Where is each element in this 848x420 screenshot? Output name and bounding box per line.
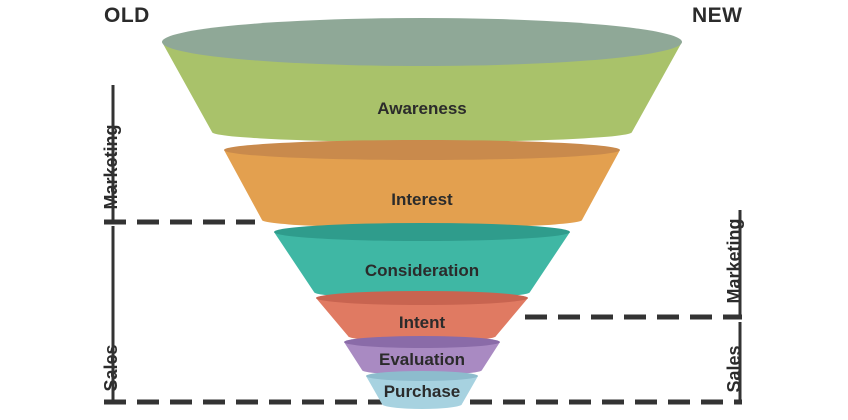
funnel-stage-consideration: Consideration bbox=[274, 223, 570, 299]
funnel-stage-interest: Interest bbox=[224, 140, 620, 228]
funnel-stage-label: Purchase bbox=[384, 382, 461, 401]
funnel-stage-top bbox=[274, 223, 570, 241]
funnel-stage-top bbox=[316, 291, 528, 305]
funnel-stage-top bbox=[224, 140, 620, 160]
funnel-stage-top bbox=[344, 336, 500, 348]
funnel-stage-top bbox=[366, 371, 478, 381]
funnel-stage-awareness: Awareness bbox=[162, 18, 682, 142]
funnel-stage-body bbox=[162, 42, 682, 142]
funnel-stage-label: Consideration bbox=[365, 261, 479, 280]
funnel-stage-intent: Intent bbox=[316, 291, 528, 342]
funnel-stage-label: Awareness bbox=[377, 99, 466, 118]
funnel-stage-body bbox=[224, 150, 620, 228]
funnel-stage-body bbox=[366, 376, 478, 409]
funnel-stage-body bbox=[274, 232, 570, 299]
funnel-stage-purchase: Purchase bbox=[366, 371, 478, 409]
funnel-stage-body bbox=[344, 342, 500, 375]
old-label: OLD bbox=[104, 4, 150, 27]
new-label: NEW bbox=[692, 4, 743, 27]
funnel-stage-evaluation: Evaluation bbox=[344, 336, 500, 375]
funnel-stage-body bbox=[316, 298, 528, 342]
funnel-stage-label: Interest bbox=[391, 190, 453, 209]
funnel-stage-top bbox=[162, 18, 682, 66]
funnel-stage-label: Evaluation bbox=[379, 350, 465, 369]
funnel-stage-label: Intent bbox=[399, 313, 446, 332]
